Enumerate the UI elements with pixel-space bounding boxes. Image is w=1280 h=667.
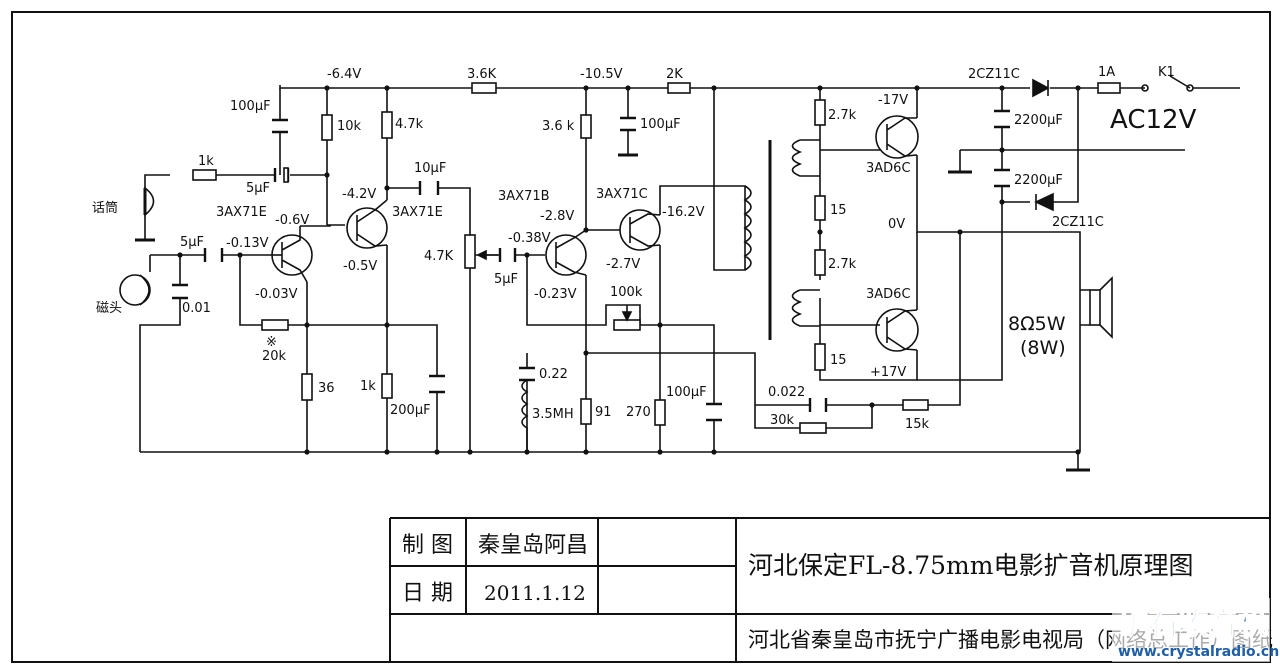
label-q3-base: -0.38V <box>508 231 551 246</box>
misc-symbols <box>119 78 1240 339</box>
label-q1-type: 3AX71E <box>216 205 267 220</box>
tb-title: 河北保定FL-8.75mm电影扩音机原理图 <box>748 551 1193 580</box>
label-mark: ※ <box>266 335 277 350</box>
label-r2-7k-a: 2.7k <box>828 108 857 123</box>
label-r1k-e: 1k <box>360 379 376 394</box>
label-out-bottom-type: 3AD6C <box>866 287 911 302</box>
tb-date-label: 日 期 <box>402 581 453 606</box>
label-q4-type: 3AX71C <box>596 187 648 202</box>
label-head: 磁头 <box>96 301 122 316</box>
pot-wipers <box>476 249 633 322</box>
label-r2-7k-b: 2.7k <box>828 257 857 272</box>
label-q2-type: 3AX71E <box>392 205 443 220</box>
transistor-q3 <box>545 234 587 276</box>
watermark: 矿石收音机 www.crystalradio.cn <box>1112 598 1279 662</box>
label-c100uf-a: 100μF <box>230 99 271 114</box>
label-c200uf: 200μF <box>390 403 431 418</box>
label-c2200-a: 2200μF <box>1014 113 1063 128</box>
labels: -6.4V 3.6K -10.5V 2K 2CZ11C 1A K1 AC12V … <box>92 65 1197 432</box>
speaker-symbol <box>1089 289 1101 326</box>
label-out-top-type: 3AD6C <box>866 161 911 176</box>
label-q4-collector: -16.2V <box>662 205 705 220</box>
label-5uf-mic: 5μF <box>246 181 270 196</box>
label-5uf-b: 5μF <box>494 272 518 287</box>
transistor-out-top <box>875 115 919 159</box>
label-mic: 话筒 <box>92 200 118 216</box>
label-q3-type: 3AX71B <box>498 189 550 204</box>
transistor-q1 <box>271 234 313 276</box>
label-r15-b: 15 <box>830 353 847 368</box>
transistors <box>271 115 919 352</box>
label-top-rail: -17V <box>878 93 908 108</box>
label-c0-22: 0.22 <box>539 367 568 382</box>
label-diode-bottom: 2CZ11C <box>1052 215 1104 230</box>
label-q3-emitter: -0.23V <box>534 287 577 302</box>
windings <box>521 139 820 452</box>
transistor-q2 <box>346 207 388 249</box>
label-bottom-rail: +17V <box>870 365 906 380</box>
label-q1-base: -0.13V <box>226 236 269 251</box>
label-speaker-w: (8W) <box>1020 337 1066 359</box>
label-mid: 0V <box>888 217 905 232</box>
label-r91: 91 <box>595 405 612 420</box>
label-diode-top: 2CZ11C <box>968 67 1020 82</box>
label-q3-collector: -2.8V <box>540 209 574 224</box>
label-r15-a: 15 <box>830 203 847 218</box>
label-c0-01: 0.01 <box>182 301 211 316</box>
tb-drawn-by: 秦皇岛阿昌 <box>478 533 588 558</box>
label-3-6k-h: 3.6K <box>467 67 497 82</box>
label-r30k: 30k <box>770 413 795 428</box>
transistor-out-bottom <box>875 308 919 352</box>
capacitors <box>172 109 1010 422</box>
label-q2-collector: -4.2V <box>342 187 376 202</box>
label-l-3-5mh: 3.5MH <box>532 407 574 422</box>
label-10uf: 10μF <box>414 161 446 176</box>
title-block <box>389 517 1270 662</box>
label-q1-emitter: -0.03V <box>255 287 298 302</box>
transistor-q4 <box>619 209 661 251</box>
label-r36: 36 <box>318 381 335 396</box>
label-c100uf-c: 100μF <box>666 385 707 400</box>
tb-date: 2011.1.12 <box>484 581 586 605</box>
diode-bottom-symbol <box>1034 192 1054 212</box>
tb-drawn-label: 制 图 <box>402 533 453 558</box>
junction-dots <box>177 85 1081 455</box>
label-5uf-in: 5μF <box>180 235 204 250</box>
label-1k-mic: 1k <box>198 154 214 169</box>
drawing-border <box>11 11 1271 663</box>
label-switch: K1 <box>1158 65 1175 80</box>
label-pot-4-7k: 4.7K <box>424 249 454 264</box>
label-c2200-b: 2200μF <box>1014 173 1063 188</box>
label-fuse: 1A <box>1098 65 1115 80</box>
label-3-6k-v: 3.6 k <box>542 119 575 134</box>
resistors <box>192 82 1121 434</box>
diode-top-symbol <box>1032 78 1050 98</box>
tape-head-symbol <box>119 274 151 306</box>
label-minus-6-4: -6.4V <box>327 67 361 82</box>
watermark-url: www.crystalradio.cn <box>1118 644 1279 660</box>
label-q4-emitter: -2.7V <box>606 257 640 272</box>
label-q2-emitter: -0.5V <box>343 259 377 274</box>
label-20k: 20k <box>262 349 287 364</box>
label-q1-collector: -0.6V <box>275 213 309 228</box>
label-speaker: 8Ω5W <box>1008 313 1066 335</box>
label-r15k: 15k <box>905 417 930 432</box>
label-c0-022: 0.022 <box>768 385 805 400</box>
label-ac: AC12V <box>1110 105 1197 135</box>
label-4-7k: 4.7k <box>395 117 424 132</box>
label-minus-10-5: -10.5V <box>580 67 623 82</box>
label-10k: 10k <box>337 119 362 134</box>
label-pot-100k: 100k <box>610 285 643 300</box>
label-2k: 2K <box>666 67 683 82</box>
label-r270: 270 <box>626 405 651 420</box>
watermark-cn: 矿石收音机 <box>1118 607 1268 642</box>
label-c100uf-b: 100μF <box>640 117 681 132</box>
